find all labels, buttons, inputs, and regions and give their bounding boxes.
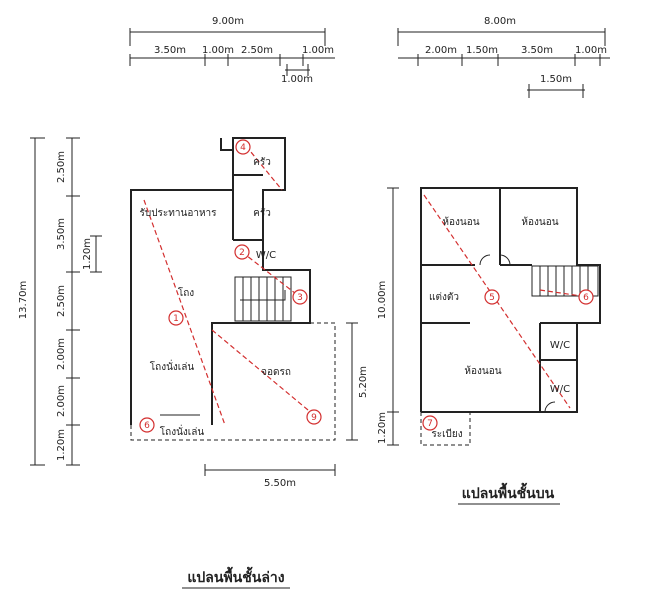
- ground-tag-6: 6: [139, 417, 155, 433]
- room-hall: โถง: [178, 286, 194, 299]
- room-kitchen: ครัว: [253, 208, 271, 219]
- ground-left-dimensions: 13.70m 2.50m 3.50m 2.50m 2.00m 2.00m 1.2…: [18, 137, 102, 466]
- ground-bottom-dimension: 5.50m: [204, 464, 336, 489]
- ground-tag-9: 9: [306, 409, 322, 425]
- room-wc: W/C: [256, 250, 276, 261]
- upper-top-dimensions: 8.00m 2.00m 1.50m 3.50m 1.00m 1.50m: [397, 16, 610, 98]
- upper-floor-caption: แปลนพื้นชั้นบน: [462, 482, 555, 502]
- room-kitchen-upper: ครัว: [253, 157, 271, 168]
- room-wc-1: W/C: [550, 340, 570, 351]
- ground-left-total: 13.70m: [18, 281, 29, 319]
- upper-tag-6: 6: [578, 289, 594, 305]
- ground-left-seg-1: 2.50m: [56, 151, 67, 183]
- ground-top-seg-3: 2.50m: [241, 45, 273, 56]
- upper-top-seg-2: 1.50m: [466, 45, 498, 56]
- ground-tag-4: 4: [235, 139, 251, 155]
- upper-tag-7: 7: [422, 415, 438, 431]
- svg-text:5.50m: 5.50m: [264, 478, 296, 489]
- upper-left-total: 10.00m: [377, 281, 388, 319]
- room-wc-2: W/C: [550, 384, 570, 395]
- svg-text:9: 9: [311, 413, 317, 423]
- ground-tag-3: 3: [292, 289, 308, 305]
- room-bedroom-2: ห้องนอน: [521, 216, 558, 228]
- ground-top-sub: 1.00m: [281, 74, 313, 85]
- ground-tag-1: 1: [168, 310, 184, 326]
- room-living: โถงนั่งเล่น: [150, 359, 195, 373]
- room-dining: รับประทานอาหาร: [139, 208, 217, 219]
- upper-top-seg-3: 3.50m: [521, 45, 553, 56]
- ground-top-dimensions: 9.00m 3.50m 1.00m 2.50m 1.00m 1.00m: [129, 16, 335, 85]
- upper-top-seg-1: 2.00m: [425, 45, 457, 56]
- ground-top-seg-2: 1.00m: [202, 45, 234, 56]
- ground-tag-2: 2: [234, 244, 250, 260]
- room-dressing: แต่งตัว: [429, 292, 459, 303]
- room-bedroom-1: ห้องนอน: [442, 216, 479, 228]
- ground-walls: [130, 137, 336, 441]
- ground-floor-caption: แปลนพื้นชั้นล่าง: [187, 566, 284, 586]
- room-balcony: ระเบียง: [431, 428, 462, 440]
- upper-left-bottom: 1.20m: [377, 412, 388, 444]
- ground-left-inner: 1.20m: [82, 238, 93, 270]
- svg-text:3: 3: [297, 293, 303, 303]
- ground-left-seg-2: 3.50m: [56, 218, 67, 250]
- svg-text:1: 1: [173, 314, 179, 324]
- upper-tag-5: 5: [484, 289, 500, 305]
- room-master-bedroom: ห้องนอน: [464, 365, 501, 377]
- upper-top-seg-4: 1.00m: [575, 45, 607, 56]
- ground-left-seg-4: 2.00m: [56, 338, 67, 370]
- room-porch: โถงนั่งเล่น: [160, 424, 205, 438]
- ground-top-seg-4: 1.00m: [302, 45, 334, 56]
- svg-text:5: 5: [489, 293, 495, 303]
- ground-path-lines: [143, 145, 321, 426]
- ground-left-seg-5: 2.00m: [56, 385, 67, 417]
- ground-floor-plan: 9.00m 3.50m 1.00m 2.50m 1.00m 1.00m 13.7…: [18, 16, 369, 589]
- ground-top-total: 9.00m: [212, 16, 244, 27]
- svg-text:6: 6: [583, 293, 589, 303]
- svg-text:2: 2: [239, 248, 245, 258]
- svg-text:5.20m: 5.20m: [358, 366, 369, 398]
- upper-floor-plan: 8.00m 2.00m 1.50m 3.50m 1.00m 1.50m 10.0…: [377, 16, 610, 505]
- svg-text:4: 4: [240, 143, 246, 153]
- upper-left-dimensions: 10.00m 1.20m: [377, 187, 399, 446]
- upper-top-sub: 1.50m: [540, 74, 572, 85]
- upper-top-total: 8.00m: [484, 16, 516, 27]
- svg-text:7: 7: [427, 419, 433, 429]
- ground-right-dimension: 5.20m: [346, 322, 369, 441]
- ground-left-seg-6: 1.20m: [56, 429, 67, 461]
- ground-left-seg-3: 2.50m: [56, 285, 67, 317]
- room-garage: จอดรถ: [261, 367, 291, 378]
- ground-top-seg-1: 3.50m: [154, 45, 186, 56]
- svg-text:6: 6: [144, 421, 150, 431]
